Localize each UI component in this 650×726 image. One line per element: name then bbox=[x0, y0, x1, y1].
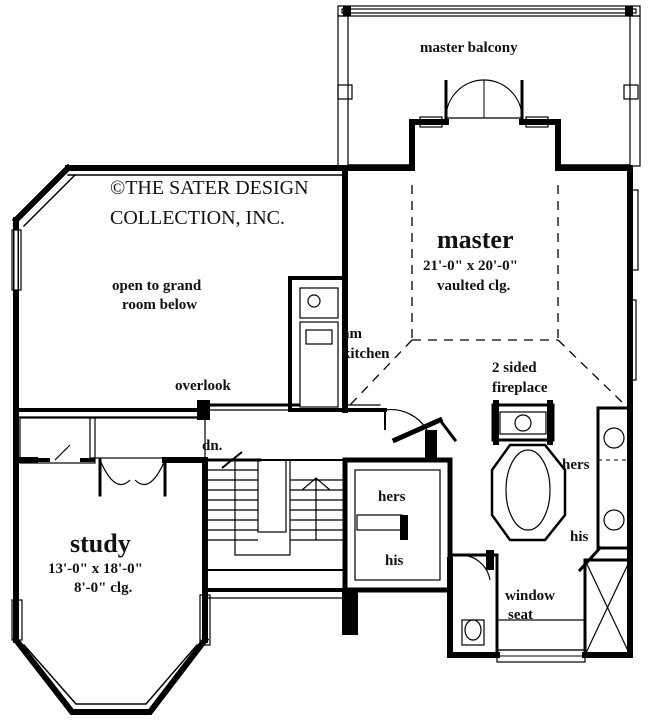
his-vanity-label: his bbox=[570, 529, 589, 545]
balcony-french-doors bbox=[444, 79, 524, 120]
fireplace-line-2: fireplace bbox=[492, 380, 548, 396]
master-balcony-label: master balcony bbox=[420, 40, 518, 56]
study-room-name: study bbox=[70, 529, 131, 558]
closet-his-label: his bbox=[385, 553, 404, 569]
study-room-dims: 13'-0" x 18'-0" bbox=[48, 561, 143, 577]
master-room-dims: 21'-0" x 20'-0" bbox=[423, 258, 518, 274]
copyright-line-1: ©THE SATER DESIGN bbox=[110, 177, 309, 199]
overlook-label: overlook bbox=[175, 378, 231, 394]
master-balcony-rail bbox=[337, 5, 641, 167]
room-labels: master balcony ©THE SATER DESIGN COLLECT… bbox=[48, 40, 590, 623]
staircase bbox=[203, 451, 358, 635]
window-seat-line-1: window bbox=[505, 588, 555, 604]
study-room-ceiling: 8'-0" clg. bbox=[74, 580, 133, 596]
open-to-grand-line-1: open to grand bbox=[112, 278, 202, 294]
window-seat-line-2: seat bbox=[508, 607, 533, 623]
open-to-grand-line-2: room below bbox=[122, 297, 197, 313]
stair-down-label: dn. bbox=[202, 438, 223, 454]
vaulted-ceiling-lines bbox=[349, 185, 626, 406]
am-kitchen-unit bbox=[288, 276, 347, 412]
master-room-name: master bbox=[437, 225, 514, 254]
am-kitchen-line-1: am bbox=[342, 326, 363, 342]
fireplace-line-1: 2 sided bbox=[492, 360, 537, 376]
master-room-ceiling: vaulted clg. bbox=[437, 278, 511, 294]
am-kitchen-line-2: kitchen bbox=[342, 346, 390, 362]
study-room bbox=[11, 407, 211, 715]
closet-hers-label: hers bbox=[378, 489, 406, 505]
copyright-line-2: COLLECTION, INC. bbox=[110, 207, 285, 229]
hers-vanity-label: hers bbox=[562, 457, 590, 473]
interior-walls bbox=[14, 400, 632, 657]
